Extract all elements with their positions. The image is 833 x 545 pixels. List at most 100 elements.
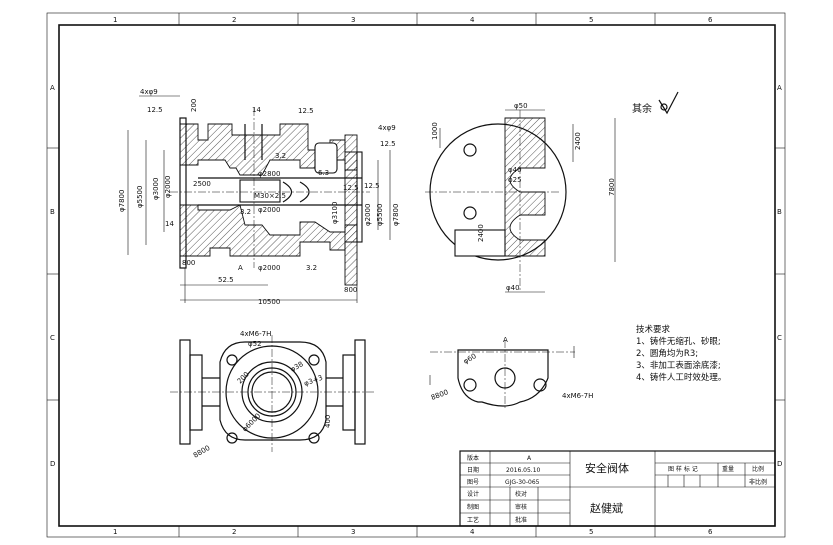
dim-text: 12.5 (364, 182, 380, 190)
dim-text: 1000 (431, 122, 439, 140)
dim-text: φ2000 (364, 204, 372, 226)
tb-value-version: A (527, 455, 532, 462)
dim-text: 8800 (430, 388, 449, 402)
dim-text: φ38 (289, 360, 305, 374)
tb-ratio-header: 比例 (752, 465, 764, 473)
dim-text: 200 (190, 99, 198, 112)
front-section-view (127, 95, 391, 303)
dim-text: φ7800 (392, 204, 400, 226)
zone-row-d: D (50, 460, 55, 468)
zone-col-4: 4 (470, 16, 475, 24)
dim-text: 12.5 (298, 107, 314, 115)
dim-text: 2500 (193, 180, 211, 188)
dim-text: 4xφ9 (140, 88, 158, 96)
dim-text: φ2000 (258, 264, 280, 272)
surface-roughness-note: 其余 (632, 91, 679, 115)
tech-requirement-item: 1、铸件无缩孔、砂眼; (636, 336, 721, 347)
dim-text: 3.2 (240, 208, 251, 216)
tech-requirement-item: 4、铸件人工时效处理。 (636, 372, 726, 383)
side-view-dimensions: φ50 1000 2400 φ40 φ25 7800 2400 φ40 (431, 102, 616, 292)
dim-text: 4xφ9 (378, 124, 396, 132)
tb-label-process: 工艺 (467, 516, 479, 524)
dim-text: 800 (182, 259, 195, 267)
tb-ratio-value: 非比例 (749, 478, 767, 486)
zone-col-1: 1 (113, 16, 117, 24)
author-name: 赵健斌 (590, 501, 623, 515)
tb-label-date: 日期 (467, 466, 479, 474)
dim-text: φ52 (248, 340, 262, 348)
dim-text: 8800 (192, 444, 211, 460)
tb-value-date: 2016.05.10 (506, 467, 541, 474)
dim-text: φ2800 (258, 170, 280, 178)
zone-col-6-bottom: 6 (708, 528, 713, 536)
dim-text: φ40 (508, 166, 522, 174)
dim-text: φ2000 (258, 206, 280, 214)
zone-row-a-right: A (777, 84, 782, 92)
zone-ticks (47, 13, 785, 537)
dim-text: A (238, 264, 243, 272)
zone-row-b: B (50, 208, 55, 216)
zone-row-c-right: C (777, 334, 782, 342)
tb-label-check: 校对 (515, 490, 527, 498)
dim-text: 800 (344, 286, 357, 294)
zone-row-d-right: D (777, 460, 782, 468)
zone-col-1-bottom: 1 (113, 528, 117, 536)
front-view-dimensions: 4xφ9 12.5 200 14 12.5 4xφ9 12.5 φ7800 φ5… (118, 88, 400, 306)
zone-col-4-bottom: 4 (470, 528, 475, 536)
tb-label-draft: 制图 (467, 503, 479, 511)
tb-weight-header: 重量 (722, 465, 734, 473)
tb-label-drawing-no: 图号 (467, 479, 479, 486)
zone-col-2: 2 (232, 16, 236, 24)
dim-text: A (503, 336, 508, 344)
zone-row-c: C (50, 334, 55, 342)
dim-text: 14 (252, 106, 261, 114)
tb-label-approve: 批准 (515, 516, 527, 524)
dim-text: 6.3 (318, 169, 329, 177)
dim-text: 52.5 (218, 276, 234, 284)
detail-view-a (429, 340, 575, 410)
zone-labels: 1 2 3 4 5 6 1 2 3 4 5 6 A B C D A B C D (50, 16, 782, 536)
dim-text: 3.2 (275, 152, 286, 160)
dim-text: φ5500 (136, 186, 144, 208)
dim-text: 2400 (477, 224, 485, 242)
tb-mark-header: 图 样 标 记 (668, 465, 698, 473)
zone-col-2-bottom: 2 (232, 528, 236, 536)
dim-text: 4xM6-7H (562, 392, 593, 400)
part-name: 安全阀体 (585, 461, 629, 475)
dim-text: φ3+3 (303, 374, 324, 388)
tb-label-design: 设计 (467, 490, 479, 498)
tech-requirement-item: 2、圆角均为R3; (636, 348, 698, 359)
zone-row-a: A (50, 84, 55, 92)
dim-text: φ5500 (376, 204, 384, 226)
technical-requirements: 技术要求 1、铸件无缩孔、砂眼; 2、圆角均为R3; 3、非加工表面涂底漆; 4… (636, 324, 726, 383)
dim-text: φ50 (514, 102, 528, 110)
tb-value-drawing-no: GJG-30-065 (505, 479, 540, 486)
dim-text: 12.5 (147, 106, 163, 114)
dim-text: φ7800 (118, 190, 126, 212)
dim-text: 14 (165, 220, 174, 228)
top-view (170, 335, 375, 452)
zone-row-b-right: B (777, 208, 782, 216)
title-block: 版本 日期 图号 设计 制图 工艺 A 2016.05.10 GJG-30-06… (459, 450, 776, 527)
dim-text: 400 (324, 415, 332, 428)
dim-text: 2400 (574, 132, 582, 150)
dim-text: 7800 (608, 178, 616, 196)
dim-text: φ3000 (152, 178, 160, 200)
zone-col-3: 3 (351, 16, 355, 24)
surface-note-text: 其余 (632, 102, 652, 115)
tech-requirement-item: 3、非加工表面涂底漆; (636, 360, 721, 371)
zone-col-5: 5 (589, 16, 593, 24)
dim-text: 3.2 (306, 264, 317, 272)
tb-label-version: 版本 (467, 454, 479, 462)
side-view (425, 109, 616, 293)
detail-view-dimensions: A φ60 8800 4xM6-7H (430, 336, 593, 402)
dim-text: φ2000 (164, 176, 172, 198)
dim-text: φ6000 (241, 412, 263, 434)
tb-label-review: 审核 (515, 503, 527, 511)
dim-text: 12.5 (343, 184, 359, 192)
dim-text: φ25 (508, 176, 522, 184)
zone-col-3-bottom: 3 (351, 528, 355, 536)
dim-text: 12.5 (380, 140, 396, 148)
dim-text: φ60 (462, 352, 478, 366)
